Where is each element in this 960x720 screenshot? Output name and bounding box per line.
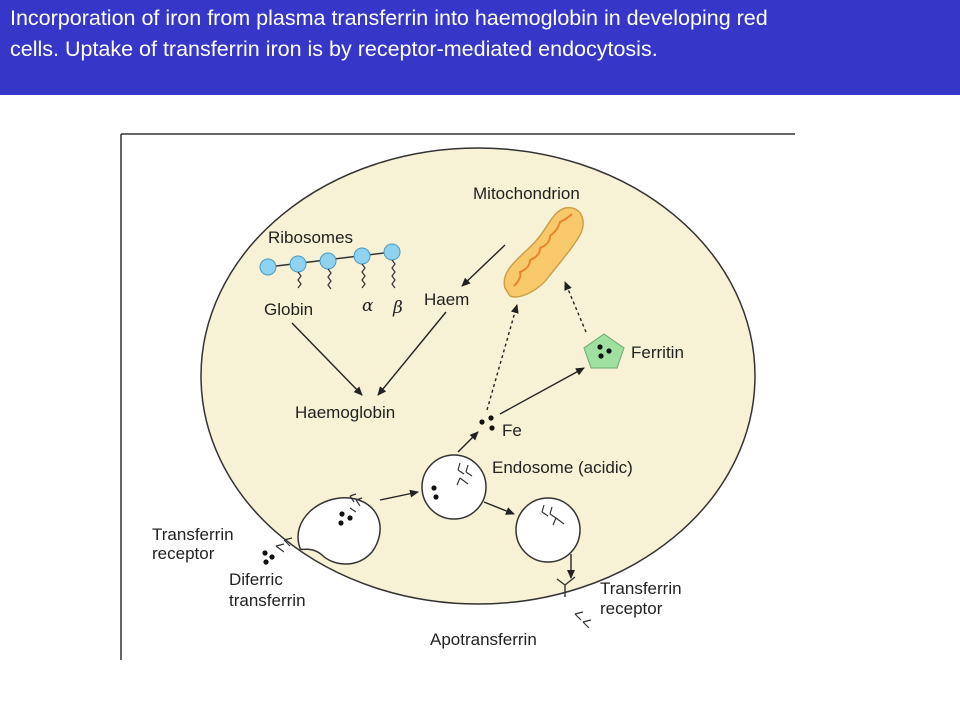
diferric-transferrin	[262, 537, 293, 565]
transferrin-receptor-left-line2: receptor	[152, 544, 215, 563]
cell-membrane	[200, 147, 756, 605]
slide-title-line-2: cells. Uptake of transferrin iron is by …	[10, 37, 658, 61]
arrow-pit-to-endosome	[379, 489, 419, 501]
ribosome-strand	[259, 243, 401, 290]
arrow-haem-to-haemoglobin	[377, 311, 447, 396]
slide-title-line-1: Incorporation of iron from plasma transf…	[10, 6, 768, 30]
ribosome	[259, 258, 277, 276]
arrow-endosome-to-empty	[483, 501, 515, 515]
mitochondrion-label: Mitochondrion	[473, 184, 580, 203]
arrow-globin-to-haemoglobin	[291, 322, 363, 396]
arrow-fe-to-ferritin	[499, 367, 585, 415]
haem-label: Haem	[424, 290, 469, 309]
slide-title: Incorporation of iron from plasma transf…	[0, 0, 960, 95]
beta-label: β	[392, 298, 403, 318]
endosome-empty	[515, 497, 581, 563]
ribosome	[353, 247, 371, 265]
ribosome	[289, 255, 307, 273]
diferric-label-line2: transferrin	[229, 591, 306, 610]
globin-label: Globin	[264, 300, 313, 319]
endosome	[421, 454, 487, 520]
ferritin-pentagon	[583, 333, 625, 369]
transferrin-receptor-left-line1: Transferrin	[152, 525, 234, 544]
arrow-fe-to-mitochondrion	[486, 304, 519, 411]
apotransferrin-label: Apotransferrin	[430, 630, 537, 649]
transferrin-receptor-right-line1: Transferrin	[600, 579, 682, 598]
diferric-label-line1: Diferric	[229, 570, 283, 589]
ferritin-label: Ferritin	[631, 343, 684, 362]
alpha-label: α	[362, 296, 374, 316]
haemoglobin-label: Haemoglobin	[295, 403, 395, 422]
fe-label: Fe	[502, 421, 522, 440]
diferric-transferrin-in-pit	[338, 493, 363, 526]
mitochondrion	[503, 206, 584, 298]
arrow-endosome-to-fe	[457, 431, 479, 453]
ribosome	[383, 243, 401, 261]
fe-dots	[479, 415, 495, 431]
apotransferrin	[574, 611, 592, 629]
endosome-label: Endosome (acidic)	[492, 458, 633, 477]
ribosomes-label: Ribosomes	[268, 228, 353, 247]
transferrin-receptor-right-line2: receptor	[600, 599, 663, 618]
arrow-mito-to-haem	[461, 244, 506, 287]
ribosome	[319, 252, 337, 270]
